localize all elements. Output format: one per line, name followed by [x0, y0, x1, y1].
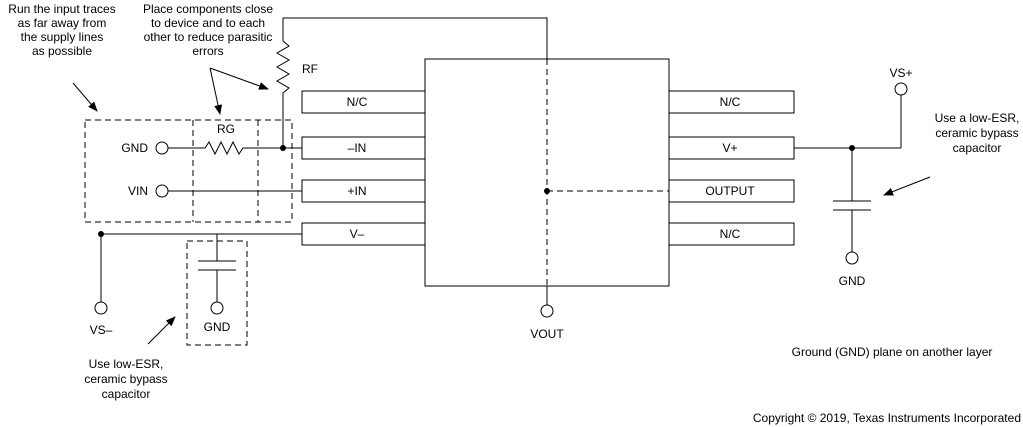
svg-text:V–: V–: [350, 227, 365, 241]
pin-left-nc: N/C: [301, 90, 426, 114]
pin-output: OUTPUT: [668, 179, 795, 203]
svg-text:VOUT: VOUT: [530, 327, 564, 341]
arrow-input-traces: [72, 82, 98, 112]
right-bypass-capacitor: [833, 148, 871, 252]
vin-terminal: VIN: [128, 184, 169, 198]
arrow-bypass-right: [883, 176, 931, 196]
rg-label: RG: [217, 122, 235, 136]
vs-plus-terminal: VS+: [889, 66, 913, 96]
svg-text:Use a low-ESR,: Use a low-ESR,: [935, 111, 1020, 125]
inverting-node-junction: [280, 145, 286, 151]
rg-resistor: [168, 140, 302, 156]
svg-text:errors: errors: [192, 44, 223, 58]
pin-right-nc-top: N/C: [668, 90, 795, 114]
svg-text:to device and to each: to device and to each: [151, 16, 265, 30]
svg-text:as possible: as possible: [32, 44, 92, 58]
vs-minus-terminal: VS–: [90, 301, 113, 337]
svg-text:V+: V+: [722, 141, 737, 155]
svg-text:N/C: N/C: [720, 95, 741, 109]
arrow-to-rg: [209, 67, 222, 115]
svg-text:capacitor: capacitor: [953, 141, 1002, 155]
svg-text:Use low-ESR,: Use low-ESR,: [89, 357, 164, 371]
svg-text:GND: GND: [121, 141, 148, 155]
svg-text:GND: GND: [839, 274, 866, 288]
left-cap-gnd-terminal: GND: [204, 301, 231, 334]
pin-negative-supply: V–: [301, 222, 426, 246]
copyright-text: Copyright © 2019, Texas Instruments Inco…: [753, 411, 1021, 425]
rf-resistor: [276, 40, 290, 148]
ground-plane-note: Ground (GND) plane on another layer: [792, 345, 993, 359]
svg-text:other to reduce parasitic: other to reduce parasitic: [144, 30, 273, 44]
svg-text:capacitor: capacitor: [102, 387, 151, 401]
svg-text:N/C: N/C: [347, 95, 368, 109]
pin-noninverting-input: +IN: [301, 179, 426, 203]
note-input-traces: Run the input traces as far away from th…: [8, 2, 115, 58]
feedback-trace: [282, 17, 548, 59]
arrow-bypass-left: [147, 316, 176, 345]
svg-text:Place components close: Place components close: [143, 2, 273, 16]
svg-text:VS+: VS+: [889, 66, 912, 80]
note-place-components: Place components close to device and to …: [143, 2, 273, 58]
gnd-input-terminal: GND: [121, 141, 169, 155]
svg-text:N/C: N/C: [720, 227, 741, 241]
pin-right-nc-bottom: N/C: [668, 222, 795, 246]
svg-text:VIN: VIN: [128, 184, 148, 198]
vout-terminal: VOUT: [530, 304, 564, 341]
pin-inverting-input: –IN: [301, 136, 426, 160]
svg-text:Run the input traces: Run the input traces: [8, 2, 115, 16]
arrow-to-rf: [209, 67, 269, 90]
right-cap-gnd-terminal: GND: [839, 251, 866, 288]
rf-label: RF: [302, 62, 318, 76]
svg-text:–IN: –IN: [348, 141, 367, 155]
svg-text:the supply lines: the supply lines: [21, 30, 104, 44]
input-trace-zone: [84, 119, 293, 223]
svg-text:ceramic bypass: ceramic bypass: [84, 372, 167, 386]
svg-text:VS–: VS–: [90, 323, 113, 337]
svg-text:+IN: +IN: [347, 184, 366, 198]
pin-positive-supply: V+: [668, 136, 795, 160]
svg-text:ceramic bypass: ceramic bypass: [935, 126, 1018, 140]
svg-text:GND: GND: [204, 320, 231, 334]
left-bypass-capacitor: [198, 234, 236, 302]
svg-text:as far away from: as far away from: [18, 16, 107, 30]
note-bypass-right: Use a low-ESR, ceramic bypass capacitor: [935, 111, 1020, 155]
svg-text:OUTPUT: OUTPUT: [705, 184, 755, 198]
note-bypass-left: Use low-ESR, ceramic bypass capacitor: [84, 357, 167, 401]
output-junction: [544, 188, 550, 194]
